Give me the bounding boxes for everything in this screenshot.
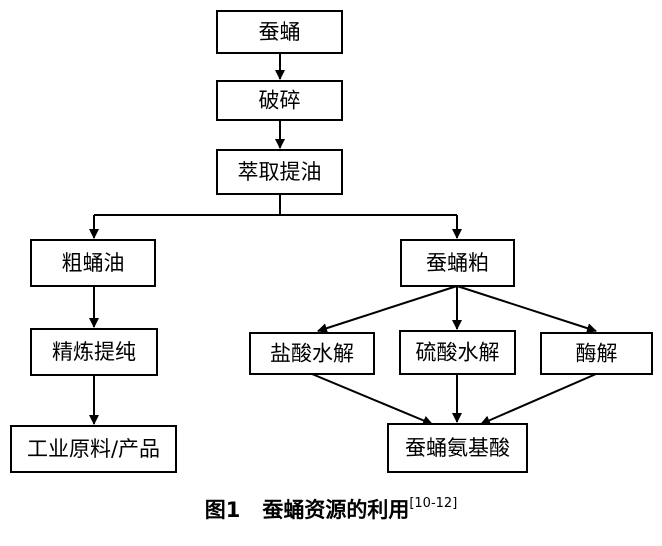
node-oil-extraction-label: 萃取提油 [238,160,322,184]
caption-reference: [10-12] [409,496,458,511]
caption-figure-label: 图1 [204,498,241,522]
node-h2so4-hydrolysis-label: 硫酸水解 [416,341,500,365]
figure-caption: 图1 蚕蛹资源的利用[10-12] [0,494,662,524]
node-hcl-hydrolysis-label: 盐酸水解 [270,342,354,366]
node-crushing-label: 破碎 [259,89,301,113]
arrow-meal-to-enzyme [456,285,597,333]
node-silkworm-pupa: 蚕蛹 [216,10,343,54]
node-refining: 精炼提纯 [30,328,158,376]
arrow-meal-to-hcl [317,285,458,333]
node-hcl-hydrolysis: 盐酸水解 [249,332,375,375]
node-enzymolysis: 酶解 [540,332,653,375]
node-oil-extraction: 萃取提油 [216,149,343,195]
node-industrial-products-label: 工业原料/产品 [27,437,160,461]
node-crushing: 破碎 [216,80,343,121]
node-industrial-products: 工业原料/产品 [10,425,177,473]
node-amino-acids: 蚕蛹氨基酸 [387,423,528,473]
arrow-hcl-to-amino-acids [311,373,433,426]
node-h2so4-hydrolysis: 硫酸水解 [399,330,516,375]
caption-title: 蚕蛹资源的利用 [262,498,410,522]
node-silkworm-pupa-label: 蚕蛹 [259,20,301,44]
node-crude-pupa-oil: 粗蛹油 [30,239,156,287]
node-crude-pupa-oil-label: 粗蛹油 [62,251,125,275]
arrow-enzyme-to-amino-acids [480,373,597,425]
node-amino-acids-label: 蚕蛹氨基酸 [405,436,510,460]
node-pupa-meal: 蚕蛹粕 [400,239,515,287]
node-pupa-meal-label: 蚕蛹粕 [426,251,489,275]
node-refining-label: 精炼提纯 [52,340,136,364]
node-enzymolysis-label: 酶解 [576,342,618,366]
